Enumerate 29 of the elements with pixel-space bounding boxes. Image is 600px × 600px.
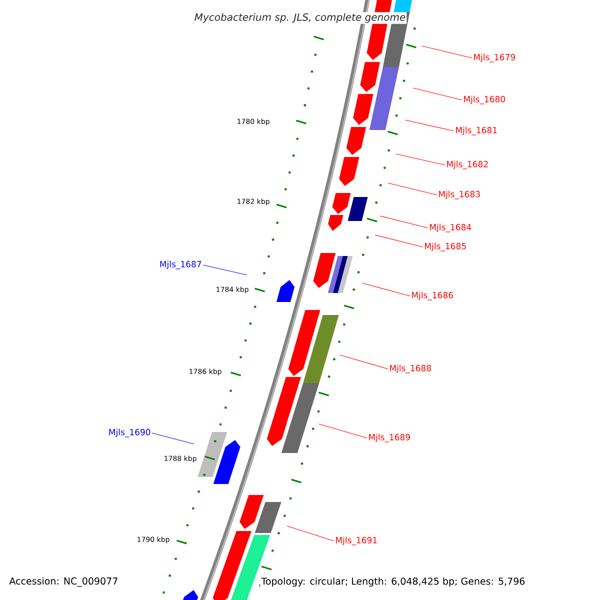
info-text: Accession: NC_009077 <box>8 576 120 588</box>
gene-label: Mjls_1689 <box>369 434 410 442</box>
gene-label: Mjls_1679 <box>474 54 515 62</box>
title: Mycobacterium sp. JLS, complete genome <box>193 12 407 24</box>
gene-label: Mjls_1688 <box>390 364 431 374</box>
leader-line <box>388 182 438 196</box>
gene-label: Mjls_1686 <box>412 292 454 300</box>
leader-line <box>286 526 334 542</box>
leader-line <box>412 88 462 100</box>
leader-line <box>152 432 194 444</box>
leader-line <box>374 234 424 248</box>
leader-line <box>404 120 454 132</box>
gene-label: Mjls_1691 <box>336 536 377 546</box>
gene-label: Mjls_1682 <box>447 160 488 170</box>
gene-label: Mjls_1690 <box>109 428 150 438</box>
gene-label: Mjls_1680 <box>464 96 505 104</box>
gene-label: Mjls_1684 <box>430 224 472 232</box>
gene-label: Mjls_1681 <box>456 126 497 136</box>
leader-line <box>422 46 472 58</box>
leader-line <box>202 264 248 276</box>
leader-line <box>362 282 410 296</box>
info-text: Topology: circular; Length: 6,048,425 bp; Genes: 5,796 <box>260 576 526 588</box>
leader-line <box>380 216 428 228</box>
gene-label: Mjls_1685 <box>425 242 466 252</box>
leader-line <box>318 424 368 438</box>
gene-label: Mjls_1687 <box>160 260 202 270</box>
gene-label: Mjls_1683 <box>439 190 480 200</box>
leader-line <box>340 354 388 370</box>
leader-line <box>396 154 446 166</box>
